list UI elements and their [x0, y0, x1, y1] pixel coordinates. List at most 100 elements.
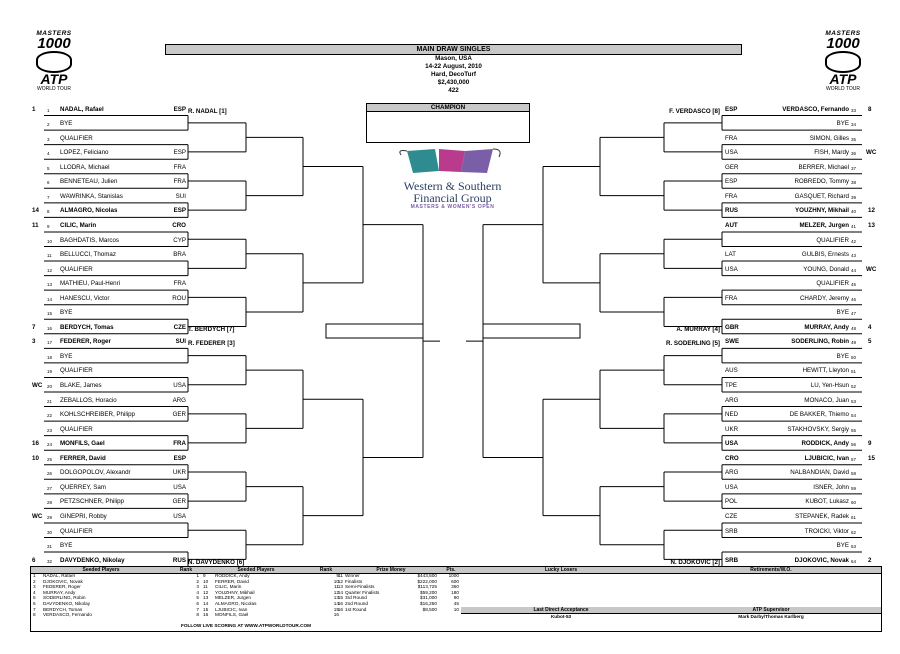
draw-position: 11	[47, 253, 52, 259]
atp-logo-left: MASTERS 1000 ATP WORLD TOUR	[26, 30, 82, 92]
prize-rank: 12	[337, 578, 343, 584]
round2-winner: R. SODERLING [5]	[666, 340, 720, 348]
player-nation: GER	[172, 498, 186, 506]
seed-rank: 15	[333, 606, 339, 612]
seed-index: 9	[203, 573, 206, 578]
player-name: ZEBALLOS, Horacio	[60, 396, 117, 404]
prize-rank: 15	[337, 595, 343, 601]
prize-round: Winner	[345, 573, 360, 578]
draw-position: 31	[47, 544, 53, 550]
player-name: SIMON, Gilles	[809, 134, 849, 142]
entry-code: WC	[866, 265, 877, 273]
draw-position: 46	[851, 296, 857, 302]
info-table: Seeded Players Rank Seeded Players Rank …	[30, 566, 882, 632]
player-name: LU, Yen-Hsun	[810, 382, 849, 389]
player-nation: BRA	[173, 251, 186, 259]
seed-rank: 12	[333, 589, 339, 595]
player-nation: CZE	[173, 323, 186, 331]
player-name: MURRAY, Andy	[804, 323, 849, 331]
player-nation: ESP	[173, 105, 186, 113]
draw-title: MAIN DRAW SINGLES	[165, 44, 742, 55]
prize-points: 45	[453, 601, 459, 606]
prize-round: Semi-Finalists	[345, 584, 375, 590]
sponsor-line1: Western & Southern	[403, 179, 502, 193]
prize-round: Quarter Finalists	[345, 589, 380, 595]
logo-1000: 1000	[37, 35, 71, 52]
draw-position: 24	[47, 442, 53, 448]
prize-rank: 11	[338, 573, 343, 578]
seed-rank: 5	[196, 595, 199, 601]
seed-player: ALMAGRO, Nicolas	[215, 601, 257, 606]
draw-position: 62	[851, 529, 857, 535]
draw-position: 30	[47, 529, 53, 535]
logo-atp: ATP	[40, 71, 68, 87]
draw-position: 5	[47, 165, 50, 171]
player-name: RODDICK, Andy	[801, 440, 849, 448]
player-nation: ESP	[725, 178, 738, 186]
player-nation: SWE	[725, 338, 740, 346]
seed-index: 2	[33, 578, 36, 584]
seed-player: LJUBICIC, Ivan	[215, 606, 248, 612]
draw-position: 48	[851, 325, 857, 331]
player-name: SODERLING, Robin	[791, 338, 849, 346]
player-nation: SUI	[175, 192, 186, 200]
draw-position: 55	[851, 427, 857, 433]
player-name: DE BAKKER, Thiemo	[789, 411, 849, 419]
finalist-box-left	[325, 323, 424, 339]
player-nation: FRA	[725, 134, 738, 142]
seed-number: 8	[868, 105, 872, 113]
seed-index: 8	[33, 612, 36, 618]
draw-position: 8	[47, 209, 50, 215]
seed-index: 16	[203, 612, 209, 618]
draw-code: 422	[448, 87, 459, 94]
sponsor-line3: MASTERS & WOMEN'S OPEN	[410, 204, 495, 210]
draw-position: 36	[851, 151, 857, 157]
seed-index: 1	[33, 573, 36, 578]
seed-number: 15	[868, 454, 875, 462]
logo-masters: MASTERS	[825, 30, 861, 37]
trophy-icon	[399, 148, 501, 173]
seed-player: YOUZHNY, Mikhail	[215, 589, 255, 595]
seed-number: 13	[868, 221, 875, 229]
seed-rank: 16	[333, 612, 339, 618]
logo-tour: WORLD TOUR	[826, 86, 860, 92]
player-nation: SUI	[175, 338, 186, 346]
player-name: DAVYDENKO, Nikolay	[60, 556, 125, 564]
player-name: DJOKOVIC, Novak	[794, 556, 849, 564]
draw-position: 18	[47, 354, 53, 360]
seed-rank: 4	[196, 589, 199, 595]
player-nation: FRA	[725, 192, 738, 200]
draw-position: 59	[851, 485, 857, 491]
draw-position: 2	[47, 122, 50, 128]
player-nation: LAT	[725, 251, 736, 259]
player-name: ALMAGRO, Nicolas	[60, 207, 118, 215]
draw-position: 16	[47, 325, 53, 331]
logo-atp: ATP	[829, 71, 857, 87]
seed-number: 6	[32, 556, 36, 564]
draw-position: 19	[47, 369, 53, 375]
player-nation: ESP	[173, 207, 186, 215]
seed-player: DAVYDENKO, Nikolay	[43, 601, 91, 606]
prize-points: 1000	[448, 573, 459, 578]
player-nation: UKR	[725, 425, 739, 433]
logo-tour: WORLD TOUR	[37, 86, 71, 92]
prize-money: $8,500	[422, 606, 437, 612]
prize-title: Prize Money	[341, 567, 441, 574]
player-nation: RUS	[172, 556, 186, 564]
seed-index: 6	[33, 601, 36, 606]
draw-position: 3	[47, 136, 50, 142]
player-nation: USA	[725, 483, 738, 491]
player-name: TROICKI, Viktor	[804, 527, 849, 535]
seed-number: 7	[32, 323, 36, 331]
draw-position: 15	[47, 311, 53, 317]
draw-position: 61	[851, 514, 857, 520]
round2-winner: F. VERDASCO [8]	[669, 107, 720, 115]
draw-position: 28	[47, 500, 53, 506]
player-name: MELZER, Jurgen	[799, 221, 849, 229]
draw-position: 42	[851, 238, 857, 244]
round2-winner: R. FEDERER [3]	[188, 340, 235, 348]
champion-box: CHAMPION	[366, 103, 530, 143]
player-name: BERRER, Michael	[798, 163, 849, 171]
round2-winner: T. BERDYCH [7]	[188, 325, 235, 333]
